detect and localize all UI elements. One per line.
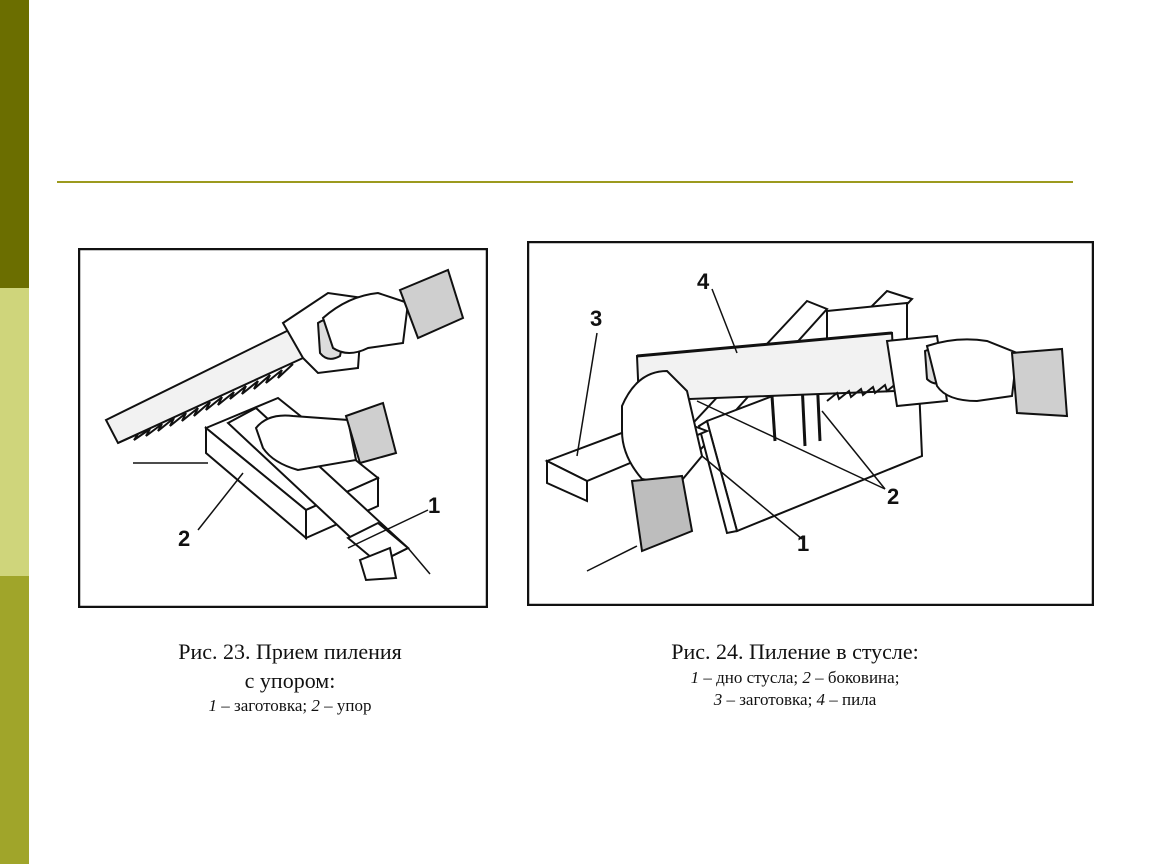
title-divider-rule [57, 181, 1073, 183]
legend-number: 2 [311, 696, 320, 716]
legend-number: 2 [802, 667, 811, 687]
figure-24-caption: Рис. 24. Пиление в стусле: 1 – дно стусл… [585, 638, 1005, 711]
figure-24-legend-row-2: 3 – заготовка; 4 – пила [585, 689, 1005, 711]
saw-hand [321, 268, 465, 354]
side-band-bottom [0, 576, 29, 864]
legend-number: 3 [713, 689, 723, 709]
figure-23-legend: 1 – заготовка; 2 – упор [110, 695, 470, 717]
callout-1: 1 [797, 531, 809, 556]
figure-23-sawing-with-stop: 2 1 [78, 248, 488, 608]
callout-2: 2 [887, 484, 899, 509]
callout-2: 2 [178, 526, 190, 551]
figure-23-caption: Рис. 23. Прием пиления с упором: 1 – заг… [110, 638, 470, 717]
callout-1: 1 [428, 493, 440, 518]
figure-24-legend-row-1: 1 – дно стусла; 2 – боковина; [585, 667, 1005, 689]
legend-text: – пила [825, 689, 877, 709]
legend-text: – боковина; [810, 667, 900, 687]
legend-text: – заготовка; [217, 696, 312, 716]
callout-3: 3 [590, 306, 602, 331]
figure-24-sawing-in-miter-box: 3 4 1 2 [527, 241, 1094, 606]
callout-4: 4 [697, 269, 710, 294]
legend-text: – заготовка; [722, 689, 817, 709]
figure-24-caption-title: Рис. 24. Пиление в стусле: [671, 639, 919, 664]
figure-24-illustration: 3 4 1 2 [527, 241, 1094, 606]
legend-text: – дно стусла; [699, 667, 803, 687]
side-band-top [0, 0, 29, 288]
figure-23-caption-title: Рис. 23. Прием пиления [178, 639, 402, 664]
holding-hand [254, 401, 398, 472]
legend-number: 1 [690, 667, 700, 687]
legend-text: – упор [319, 696, 372, 716]
side-band-middle [0, 288, 29, 576]
holding-hand [621, 369, 704, 553]
saw-hand [925, 338, 1069, 418]
legend-number: 4 [816, 689, 826, 709]
figure-23-caption-subtitle: с упором: [244, 667, 336, 693]
figure-23-illustration: 2 1 [78, 248, 488, 608]
legend-number: 1 [208, 696, 218, 716]
